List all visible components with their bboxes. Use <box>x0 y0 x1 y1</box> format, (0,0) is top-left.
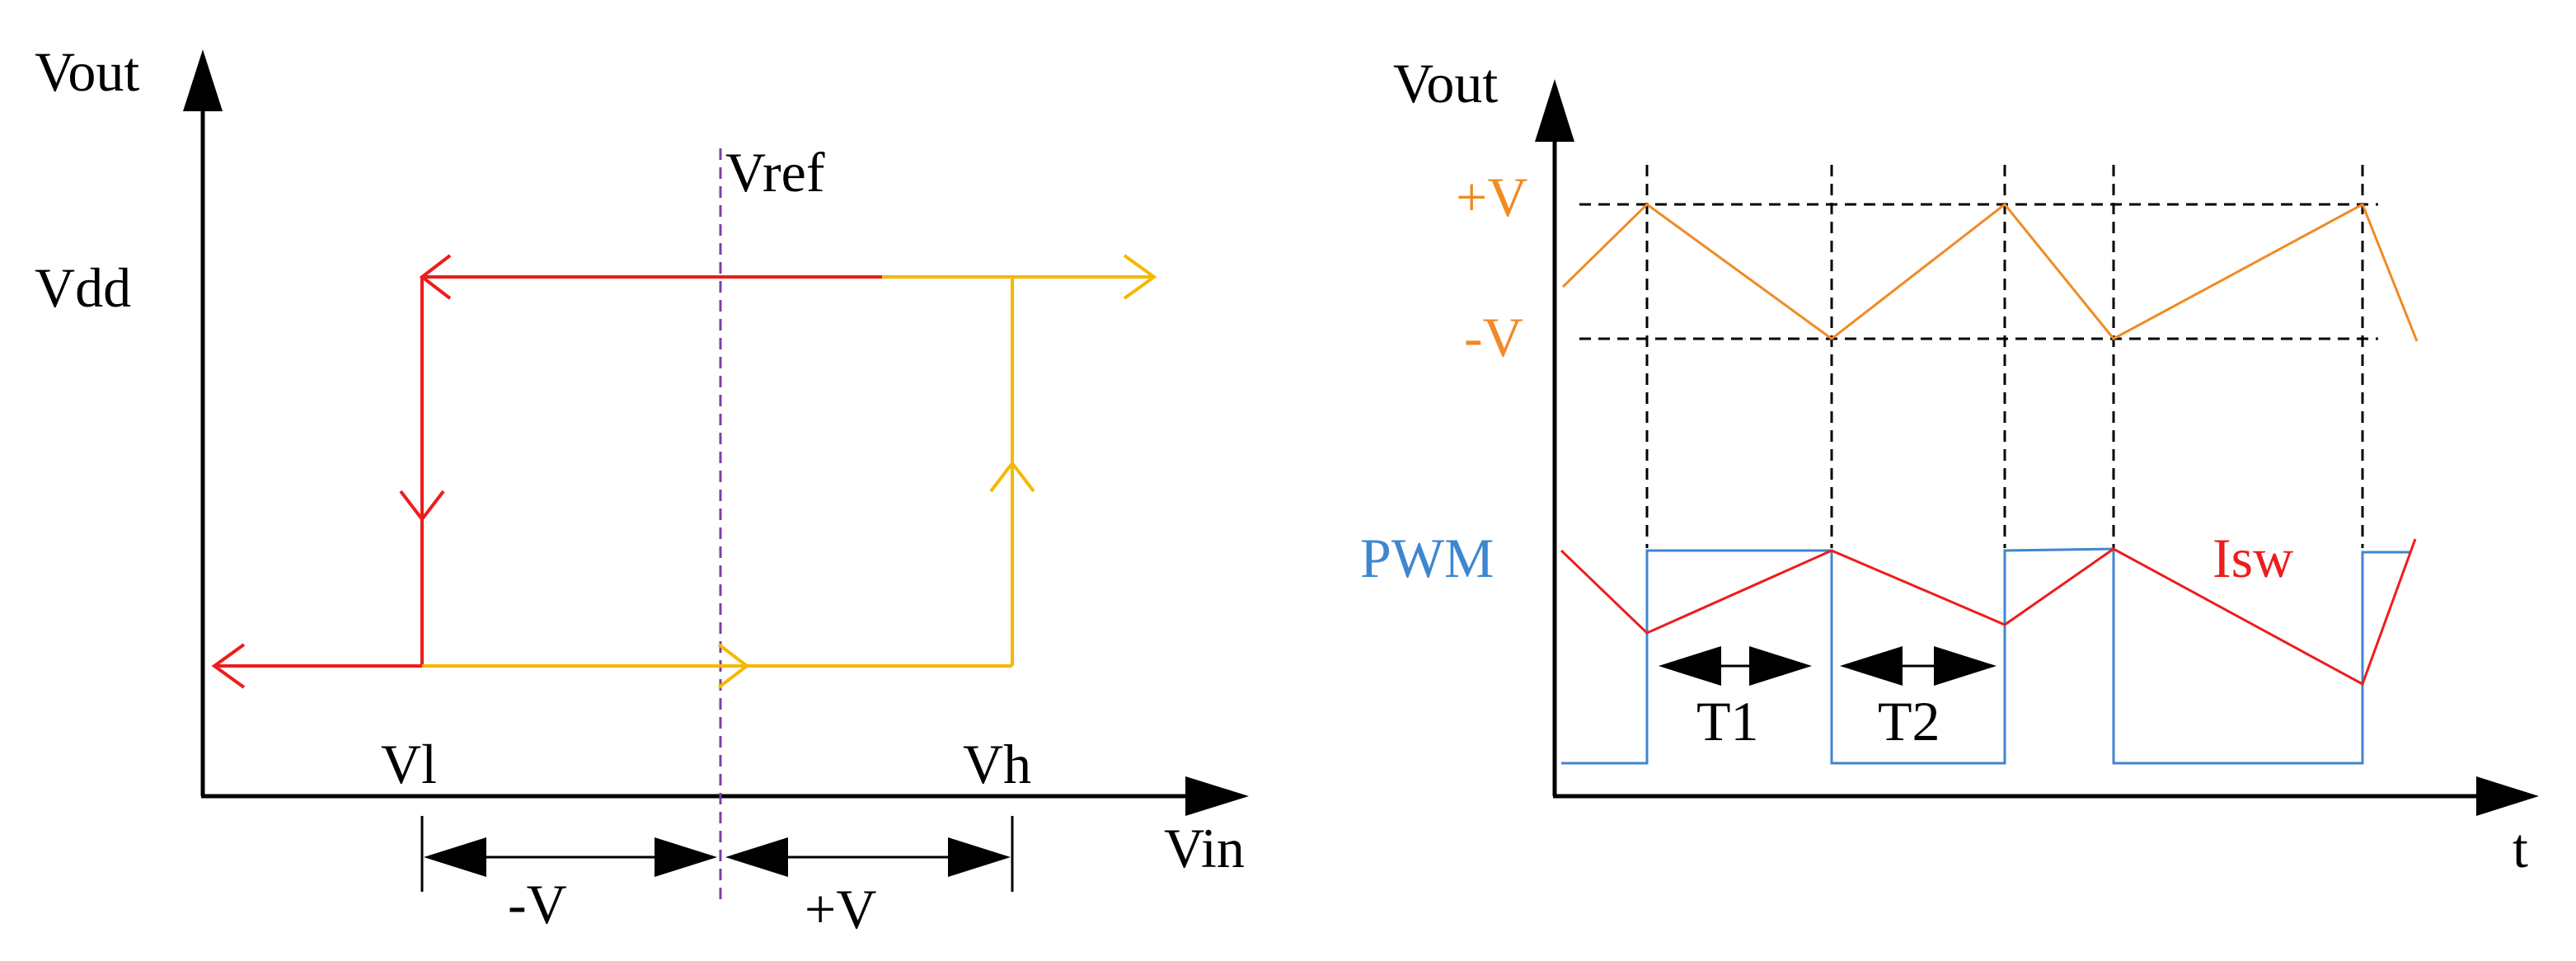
right-y-axis-label: Vout <box>1393 52 1498 115</box>
t2-label: T2 <box>1878 690 1940 752</box>
t1-label: T1 <box>1696 690 1759 752</box>
t1-left-arrowhead <box>1659 646 1721 686</box>
pwm-label: PWM <box>1360 527 1494 589</box>
left-x-axis-label: Vin <box>1164 817 1245 879</box>
plus-v-left-arrowhead <box>725 837 788 877</box>
rising-path-top-arrow-icon <box>1123 254 1157 300</box>
falling-path-down-arrow-icon <box>399 490 445 523</box>
right-x-axis-arrowhead <box>2476 776 2539 816</box>
falling-path-left-arrow-icon <box>211 643 246 689</box>
plus-v-right-arrowhead <box>948 837 1011 877</box>
pwm-waveform <box>1561 547 2410 765</box>
right-x-axis-label: t <box>2513 817 2528 879</box>
t2-left-arrowhead <box>1840 646 1903 686</box>
t2-right-arrowhead <box>1934 646 1997 686</box>
left-panel: Vout Vref Vdd Vl Vh Vin -V +V <box>35 40 1249 940</box>
left-x-axis-arrowhead <box>1185 776 1249 816</box>
minus-v-level-label: -V <box>1464 306 1523 368</box>
left-y-axis-label: Vout <box>35 40 139 103</box>
isw-label: Isw <box>2212 527 2293 589</box>
right-panel: Vout +V -V PWM Isw T1 T2 t <box>1360 52 2539 879</box>
vl-label: Vl <box>381 733 437 795</box>
plus-v-label: +V <box>805 878 876 940</box>
minus-v-label: -V <box>508 873 567 935</box>
right-y-axis-arrowhead <box>1535 79 1574 142</box>
vh-label: Vh <box>963 733 1031 795</box>
vref-label: Vref <box>725 141 825 204</box>
isw-waveform <box>1560 538 2417 687</box>
rising-path-right-arrow-icon <box>717 643 750 689</box>
vdd-label: Vdd <box>35 256 131 319</box>
rising-path-up-arrow-icon <box>989 460 1035 493</box>
left-y-axis-arrowhead <box>183 49 223 111</box>
t1-right-arrowhead <box>1749 646 1812 686</box>
plus-v-level-label: +V <box>1456 166 1527 228</box>
minus-v-left-arrowhead <box>424 837 486 877</box>
triangle-wave <box>1561 202 2419 342</box>
minus-v-right-arrowhead <box>655 837 717 877</box>
